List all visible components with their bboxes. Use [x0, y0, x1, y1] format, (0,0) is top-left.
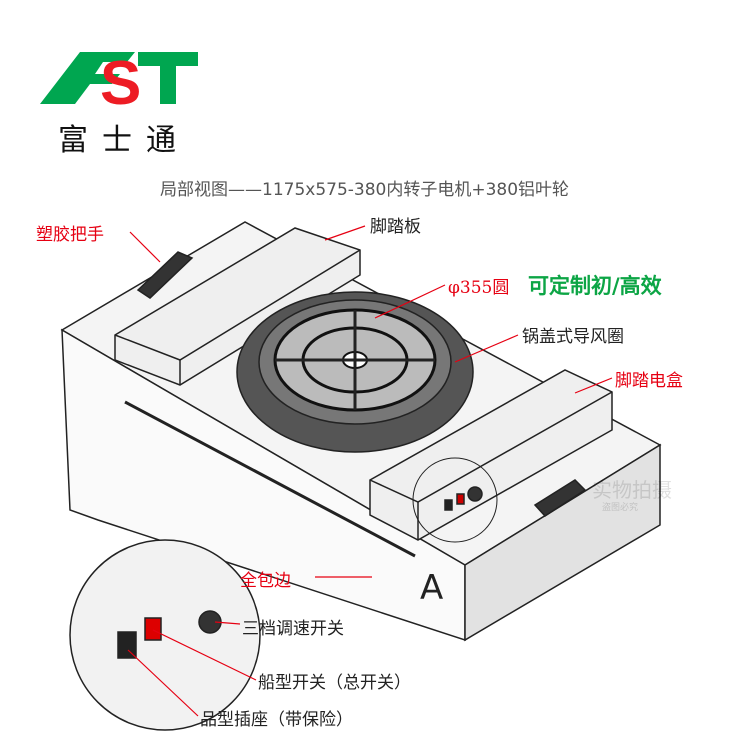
fst-logo: S: [40, 49, 198, 118]
view-mark: A: [420, 568, 444, 608]
label-socket: 品型插座（带保险）: [200, 710, 353, 730]
svg-text:S: S: [100, 49, 141, 118]
label-inlet-ring: 锅盖式导风圈: [522, 327, 624, 347]
label-pedal-box: 脚踏电盒: [615, 371, 683, 391]
brand-name: 富士通: [58, 123, 190, 158]
label-handle: 塑胶把手: [36, 225, 104, 245]
label-speed-switch: 三档调速开关: [242, 619, 344, 639]
label-filter: 可定制初/高效: [528, 274, 662, 298]
ffu-housing: [60, 221, 662, 642]
detail-inset: [69, 539, 261, 731]
label-fan-size: φ355圆: [448, 278, 510, 298]
watermark-line2: 盗图必究: [602, 503, 639, 513]
label-footboard: 脚踏板: [370, 217, 421, 237]
label-full-edge: 全包边: [240, 571, 291, 591]
subtitle: 局部视图——1175x575-380内转子电机+380铝叶轮: [160, 180, 570, 200]
watermark-line1: 实物拍摄: [592, 478, 672, 502]
leader-lines: [127, 225, 613, 717]
label-rocker-switch: 船型开关（总开关）: [258, 673, 411, 693]
